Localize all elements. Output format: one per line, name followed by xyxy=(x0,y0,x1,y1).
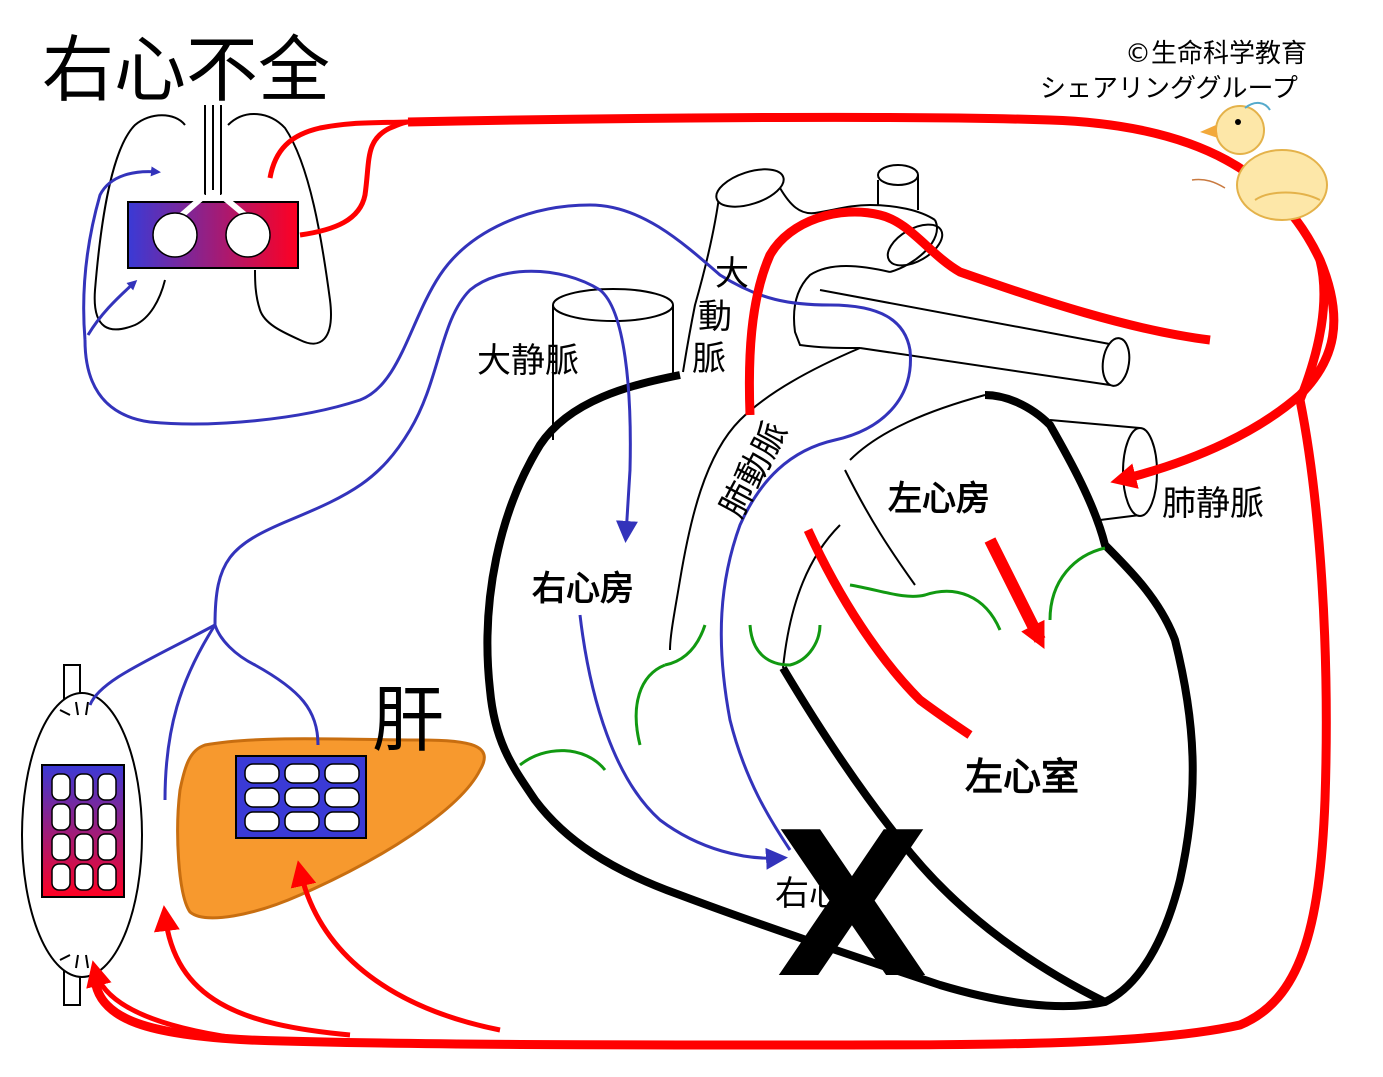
alveolus-right xyxy=(225,212,271,258)
lung-inflow-path-2 xyxy=(86,279,138,336)
tissue-cell xyxy=(97,773,117,801)
valve xyxy=(519,749,607,771)
liver-cells xyxy=(244,763,360,832)
right-ventricle-failure-mark: X xyxy=(775,790,929,1023)
lung-inflow-path xyxy=(82,166,161,341)
aorta-descending xyxy=(803,528,973,739)
liver-cell xyxy=(244,763,280,784)
pulmonary-artery-label: 肺動脈 xyxy=(713,415,796,524)
la-to-lv-arrow xyxy=(984,537,1046,649)
valve xyxy=(748,624,822,667)
tissue-cell xyxy=(97,833,117,861)
liver xyxy=(176,737,486,920)
credit-line-1: ©生命科学教育 xyxy=(1125,39,1307,69)
left-lung-outline xyxy=(93,114,186,331)
liver-cell xyxy=(244,811,280,832)
duck-mascot xyxy=(1191,102,1328,221)
tissue-cell xyxy=(97,863,117,891)
oxygenated-pathways xyxy=(86,112,1339,1050)
alveolus-left xyxy=(152,212,198,258)
text-labels: 右心不全 ©生命科学教育 シェアリンググループ 大静脈 大 動 脈 肺動脈 右心… xyxy=(42,28,1307,1023)
trachea xyxy=(204,105,222,195)
page-title: 右心不全 xyxy=(42,28,330,112)
pulmonary-vein-label: 肺静脈 xyxy=(1162,484,1264,524)
aorta-label-char-2: 動 xyxy=(698,297,732,337)
pulmonary-artery-trunk xyxy=(669,347,861,651)
lung-to-pulmonary-vein xyxy=(267,119,409,179)
heart xyxy=(483,164,1197,1011)
liver-cell xyxy=(284,787,320,808)
right-atrium-label: 右心房 xyxy=(532,569,634,609)
liver-return xyxy=(213,624,320,746)
tissue-return xyxy=(88,623,216,706)
liver-cell xyxy=(324,763,360,784)
artery-to-tissue xyxy=(86,960,251,1043)
tissue-cell xyxy=(51,833,71,861)
right-ventricle-inner-wall xyxy=(782,524,841,669)
vena-cava xyxy=(552,288,674,440)
septum-line xyxy=(844,469,916,586)
tissue-cell xyxy=(51,773,71,801)
tissue-cell xyxy=(97,803,117,831)
right-lung-outline xyxy=(227,112,332,345)
heart-valves xyxy=(519,546,1106,771)
valve xyxy=(1048,546,1106,621)
left-atrium-wall xyxy=(849,394,986,461)
aorta xyxy=(682,164,1131,387)
valve xyxy=(664,624,707,667)
left-atrium-label: 左心房 xyxy=(888,479,990,519)
artery-to-tissue-2 xyxy=(153,905,351,1038)
left-ventricle-label: 左心室 xyxy=(965,755,1079,799)
tissue-cell xyxy=(74,803,94,831)
liver-cell xyxy=(324,787,360,808)
alveoli-outflow xyxy=(299,119,409,238)
liver-label: 肝 xyxy=(372,678,444,762)
body-tissue xyxy=(21,664,143,1006)
aortic-arch-flow xyxy=(744,207,1211,416)
tissue-cells xyxy=(51,773,117,891)
artery-to-liver xyxy=(290,860,501,1033)
liver-cell xyxy=(284,811,320,832)
right-ventricle-label: 右心室 xyxy=(775,874,877,914)
tissue-cell xyxy=(51,863,71,891)
interventricular-line xyxy=(779,665,1107,1006)
valve xyxy=(849,583,1002,631)
systemic-artery-loop xyxy=(90,258,1331,1050)
heart-outline xyxy=(483,371,1197,1011)
liver-cell xyxy=(324,811,360,832)
tissue-return-2 xyxy=(163,624,217,801)
tissue-cell xyxy=(74,833,94,861)
liver-cell xyxy=(284,763,320,784)
credit-line-2: シェアリンググループ xyxy=(1040,74,1298,104)
right-atrium-to-ventricle xyxy=(578,614,788,870)
tissue-cell xyxy=(74,773,94,801)
liver-cell xyxy=(244,787,280,808)
valve xyxy=(634,663,666,746)
aorta-label-char-3: 脈 xyxy=(692,339,726,379)
vena-cava-label: 大静脈 xyxy=(477,341,579,381)
upper-body-return xyxy=(213,269,638,626)
lungs xyxy=(93,105,332,345)
aorta-label-char-1: 大 xyxy=(715,254,749,294)
tissue-cell xyxy=(74,863,94,891)
tissue-cell xyxy=(51,803,71,831)
